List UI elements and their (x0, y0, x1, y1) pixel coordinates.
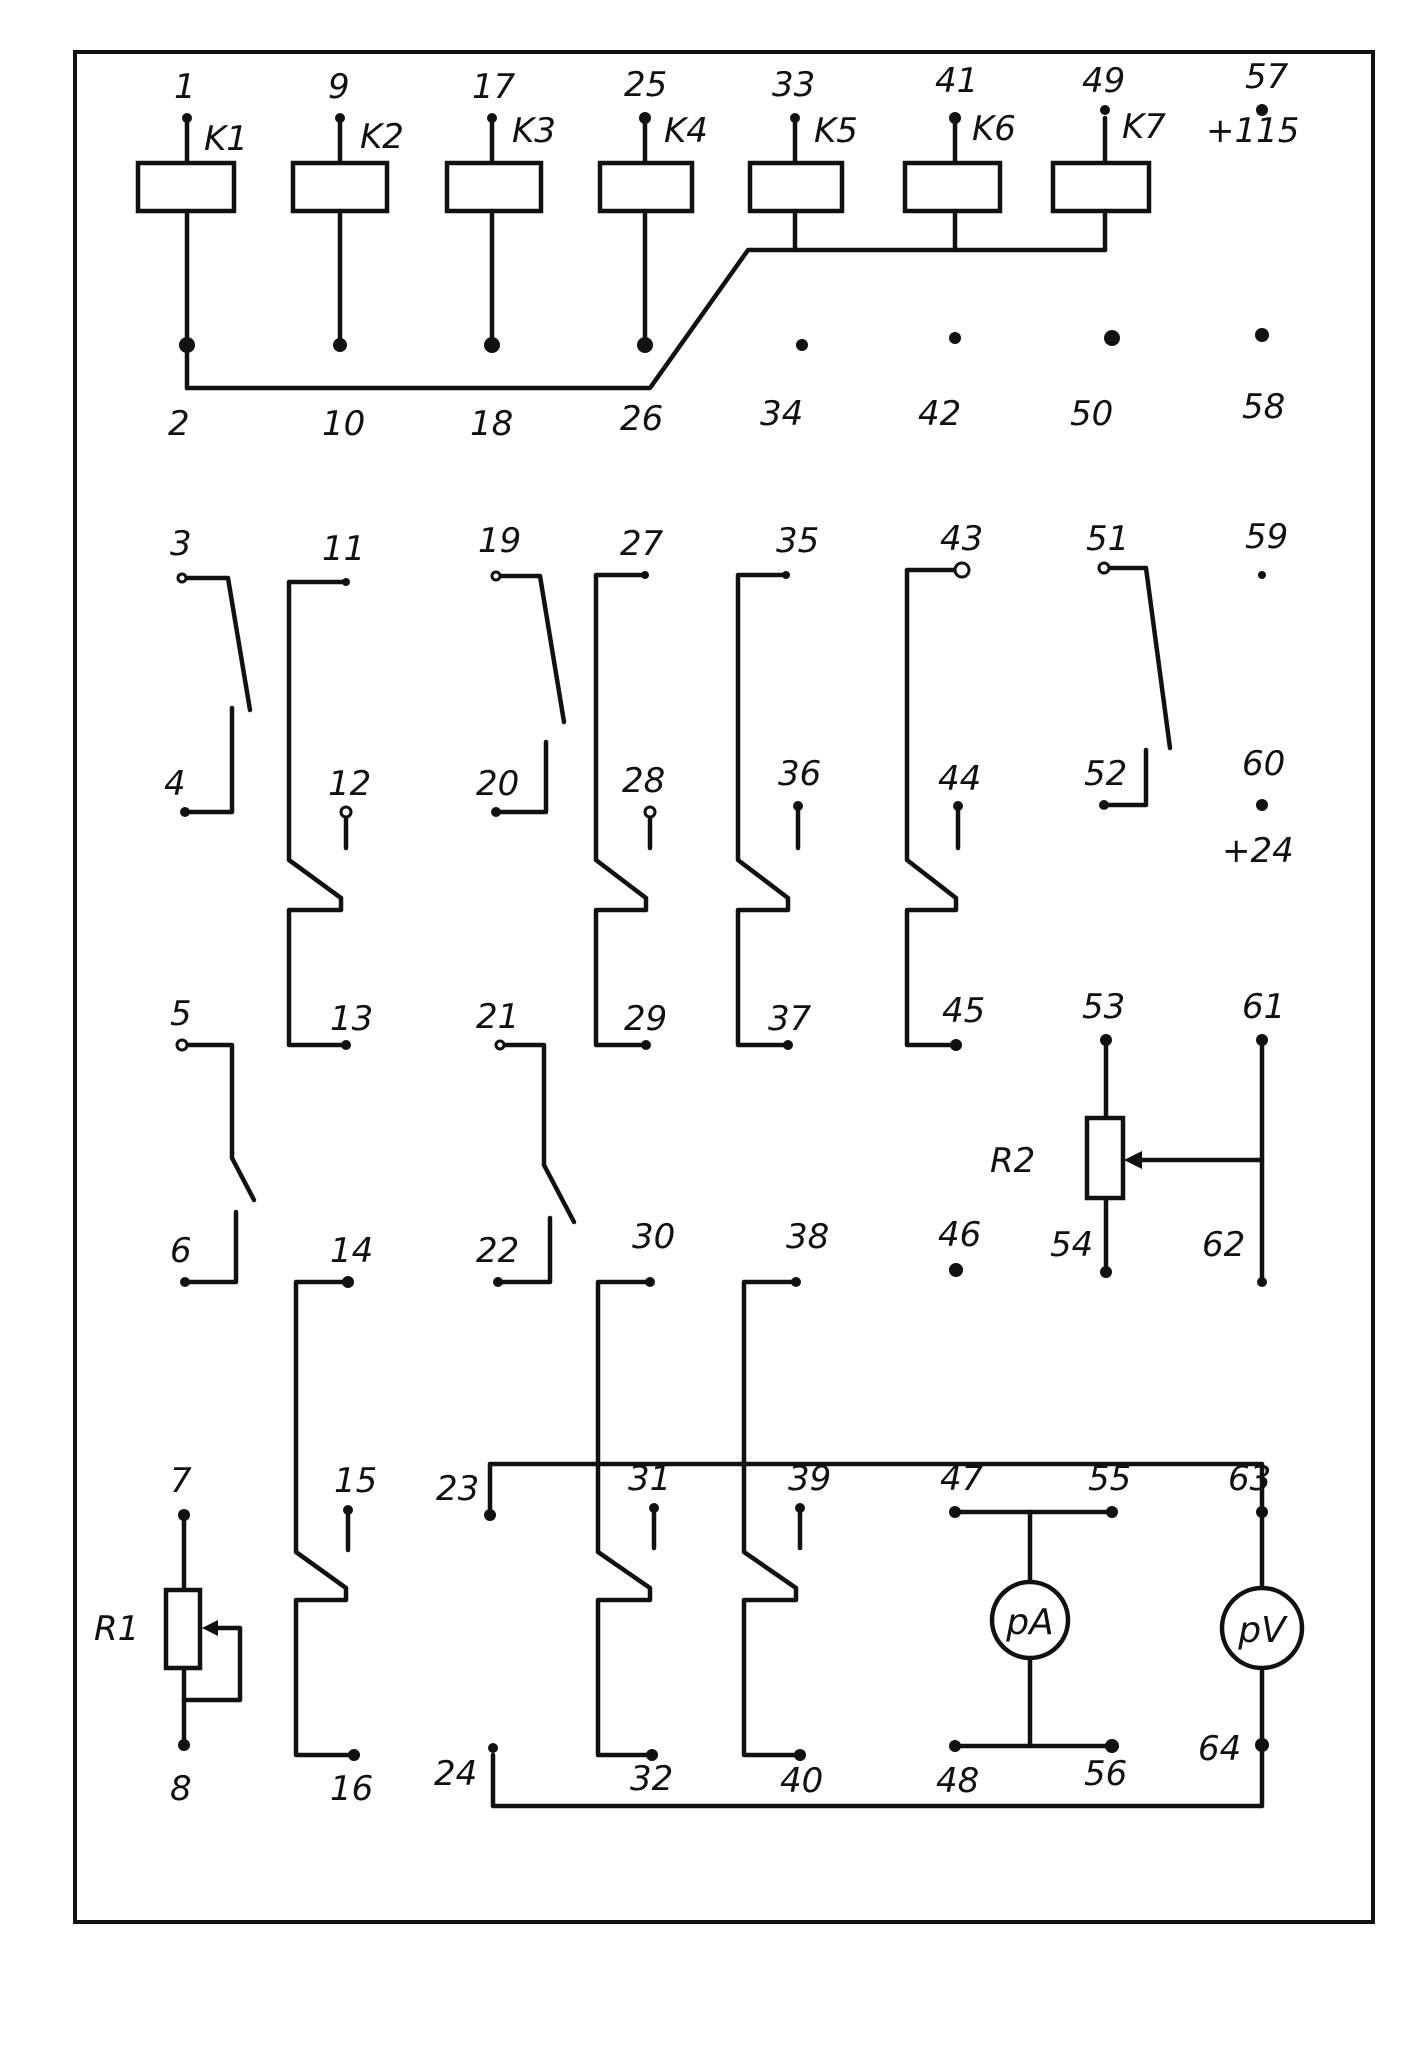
relay-k4-label: K4 (664, 111, 708, 151)
terminal-43-label: 43 (940, 519, 983, 559)
terminal-50-label: 50 (1070, 394, 1113, 434)
terminal-42-label: 42 (918, 394, 961, 434)
terminal-45-label: 45 (942, 991, 985, 1031)
terminal-33-label: 33 (772, 65, 815, 105)
relay-k6-label: K6 (972, 109, 1016, 149)
terminal-7-label: 7 (170, 1461, 192, 1501)
terminal-30-label: 30 (632, 1217, 675, 1257)
terminal-6-label: 6 (170, 1231, 192, 1271)
terminal-14-label: 14 (330, 1231, 373, 1271)
resistor-r2-body (1084, 1115, 1126, 1201)
terminal-40-label: 40 (780, 1761, 823, 1801)
terminal-63-label: 63 (1228, 1459, 1271, 1499)
relay-coils (135, 115, 1152, 391)
terminal-17-label: 17 (472, 67, 516, 107)
supply-24-label: +24 (1222, 831, 1294, 871)
contact-wiring (163, 565, 1265, 1809)
relay-k5-label: K5 (814, 111, 858, 151)
terminal-46-label: 46 (938, 1215, 981, 1255)
measurement-bus-top (487, 1461, 1265, 1518)
relay-k2-label: K2 (360, 117, 404, 157)
terminal-21-label: 21 (476, 997, 519, 1037)
terminal-56-label: 56 (1084, 1754, 1127, 1794)
terminal-44-label: 44 (938, 759, 981, 799)
terminal-55-label: 55 (1088, 1459, 1131, 1499)
relay-coil-k6 (902, 115, 1003, 253)
terminal-25-label: 25 (624, 65, 667, 105)
supply-115-label: +115 (1206, 111, 1299, 151)
terminal-37-label: 37 (768, 999, 812, 1039)
terminal-16-label: 16 (330, 1769, 373, 1809)
terminal-39-label: 39 (788, 1459, 831, 1499)
coil-return-bus (184, 247, 1108, 391)
relay-k7-label: K7 (1122, 107, 1166, 147)
terminal-22-label: 22 (476, 1231, 519, 1271)
terminal-48-label: 48 (936, 1761, 979, 1801)
terminal-64-label: 64 (1198, 1729, 1241, 1769)
relay-coil-k4 (597, 115, 695, 348)
terminal-54-label: 54 (1050, 1225, 1093, 1265)
terminal-10-label: 10 (322, 404, 365, 444)
terminal-52-label: 52 (1084, 754, 1127, 794)
relay-coil-k7 (1050, 115, 1152, 253)
terminal-35-label: 35 (776, 521, 819, 561)
ammeter-pa: pA (989, 1579, 1071, 1661)
terminal-32-label: 32 (630, 1759, 673, 1799)
terminal-23-label: 23 (436, 1469, 479, 1509)
terminal-dots (175, 104, 1269, 1761)
terminal-4-label: 4 (164, 764, 186, 804)
terminal-26-label: 26 (620, 399, 663, 439)
terminal-62-label: 62 (1202, 1225, 1245, 1265)
ammeter-label: pA (1005, 1602, 1053, 1643)
terminal-57-label: 57 (1245, 57, 1289, 97)
terminal-60-label: 60 (1242, 744, 1285, 784)
terminal-5-label: 5 (170, 994, 192, 1034)
terminal-34-label: 34 (760, 394, 803, 434)
terminal-31-label: 31 (628, 1459, 671, 1499)
terminal-3-label: 3 (170, 524, 192, 564)
terminal-29-label: 29 (624, 999, 667, 1039)
terminal-28-label: 28 (622, 761, 665, 801)
terminal-12-label: 12 (328, 764, 371, 804)
terminal-1-label: 1 (174, 67, 196, 107)
terminal-53-label: 53 (1082, 987, 1125, 1027)
sheet-border (73, 50, 1375, 1924)
terminal-15-label: 15 (334, 1461, 377, 1501)
voltmeter-label: pV (1237, 1610, 1288, 1651)
terminal-numbers: 1 9 17 25 33 41 49 57 2 10 18 26 34 42 5… (164, 57, 1289, 1809)
terminal-61-label: 61 (1242, 987, 1285, 1027)
terminal-49-label: 49 (1082, 61, 1125, 101)
terminal-19-label: 19 (478, 521, 521, 561)
component-labels: K1 K2 K3 K4 K5 K6 K7 +115 +24 R2 R1 (94, 107, 1299, 1649)
terminal-20-label: 20 (476, 764, 519, 804)
terminal-27-label: 27 (620, 524, 664, 564)
relay-coil-k2 (290, 115, 390, 348)
resistor-r1-body (163, 1587, 203, 1671)
terminal-2-label: 2 (168, 404, 190, 444)
terminal-59-label: 59 (1245, 517, 1288, 557)
relay-coil-k3 (444, 115, 544, 348)
relay-k3-label: K3 (512, 111, 556, 151)
resistor-r1-label: R1 (94, 1609, 139, 1649)
relay-coil-k1 (135, 115, 237, 348)
terminal-9-label: 9 (328, 67, 350, 107)
terminal-8-label: 8 (170, 1769, 192, 1809)
measurement-bus-bottom (490, 1742, 1265, 1809)
terminal-11-label: 11 (322, 529, 365, 569)
terminal-24-label: 24 (434, 1754, 477, 1794)
relay-k1-label: K1 (204, 119, 248, 159)
terminal-58-label: 58 (1242, 387, 1285, 427)
terminal-36-label: 36 (778, 754, 821, 794)
terminal-38-label: 38 (786, 1217, 829, 1257)
terminal-13-label: 13 (330, 999, 373, 1039)
terminal-47-label: 47 (940, 1459, 984, 1499)
voltmeter-pv: pV (1219, 1585, 1305, 1671)
terminal-41-label: 41 (935, 61, 978, 101)
resistor-r2-label: R2 (990, 1141, 1035, 1181)
terminal-51-label: 51 (1086, 519, 1129, 559)
terminal-18-label: 18 (470, 404, 513, 444)
relay-coil-k5 (747, 115, 845, 253)
